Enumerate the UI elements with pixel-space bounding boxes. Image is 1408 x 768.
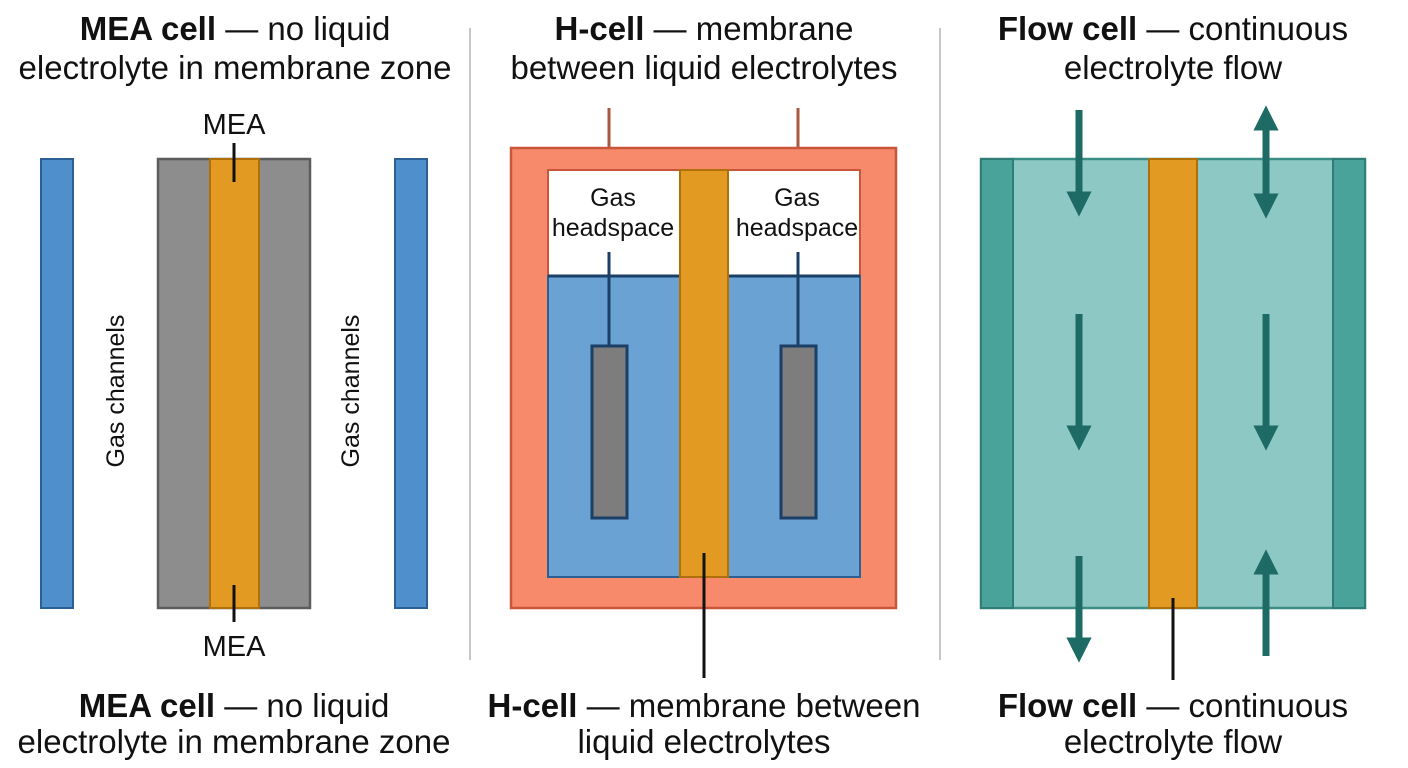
mea-caption-line-2: electrolyte in membrane zone [18, 723, 451, 760]
flow-membrane [1148, 158, 1198, 609]
hcell-title-line-1: H-cell — membrane [555, 10, 854, 47]
mea-label-bottom: MEA [203, 631, 267, 663]
mea-title-line-2: electrolyte in membrane zone [19, 49, 452, 86]
flow-end-plate-right [1332, 158, 1366, 609]
electrode-left [590, 344, 629, 520]
gas-channels-label-right: Gas channels [337, 315, 365, 468]
flow-caption-line-2: electrolyte flow [1064, 723, 1282, 760]
hcell-caption-line-1: H-cell — membrane between [488, 687, 921, 724]
headspace-left-line-1: Gas [590, 184, 636, 212]
flow-caption-line-1: Flow cell — continuous [998, 687, 1348, 724]
electrode-right [779, 344, 818, 520]
flow-title-line-2: electrolyte flow [1064, 49, 1282, 86]
flow-end-plate-left [980, 158, 1014, 609]
headspace-right-line-2: headspace [736, 214, 858, 242]
mea-caption-line-1: MEA cell — no liquid [79, 687, 390, 724]
mea-panel: MEA cell — no liquid electrolyte in memb… [18, 10, 452, 760]
hcell-panel: H-cell — membrane between liquid electro… [488, 10, 921, 760]
gas-headspace-right [727, 169, 861, 277]
gas-channel-plate-left [40, 158, 74, 609]
hcell-caption-line-2: liquid electrolytes [577, 723, 830, 760]
hcell-membrane [679, 169, 729, 578]
mea-title-line-1: MEA cell — no liquid [80, 10, 391, 47]
headspace-right-line-1: Gas [774, 184, 820, 212]
flow-panel: Flow cell — continuous electrolyte flow … [979, 10, 1367, 760]
mea-label-top: MEA [203, 109, 267, 141]
gas-channel-plate-right [394, 158, 428, 609]
flow-title-line-1: Flow cell — continuous [998, 10, 1348, 47]
mea-membrane [209, 158, 260, 609]
hcell-title-line-2: between liquid electrolytes [510, 49, 897, 86]
gas-channels-label-left: Gas channels [102, 315, 130, 468]
headspace-left-line-2: headspace [552, 214, 674, 242]
